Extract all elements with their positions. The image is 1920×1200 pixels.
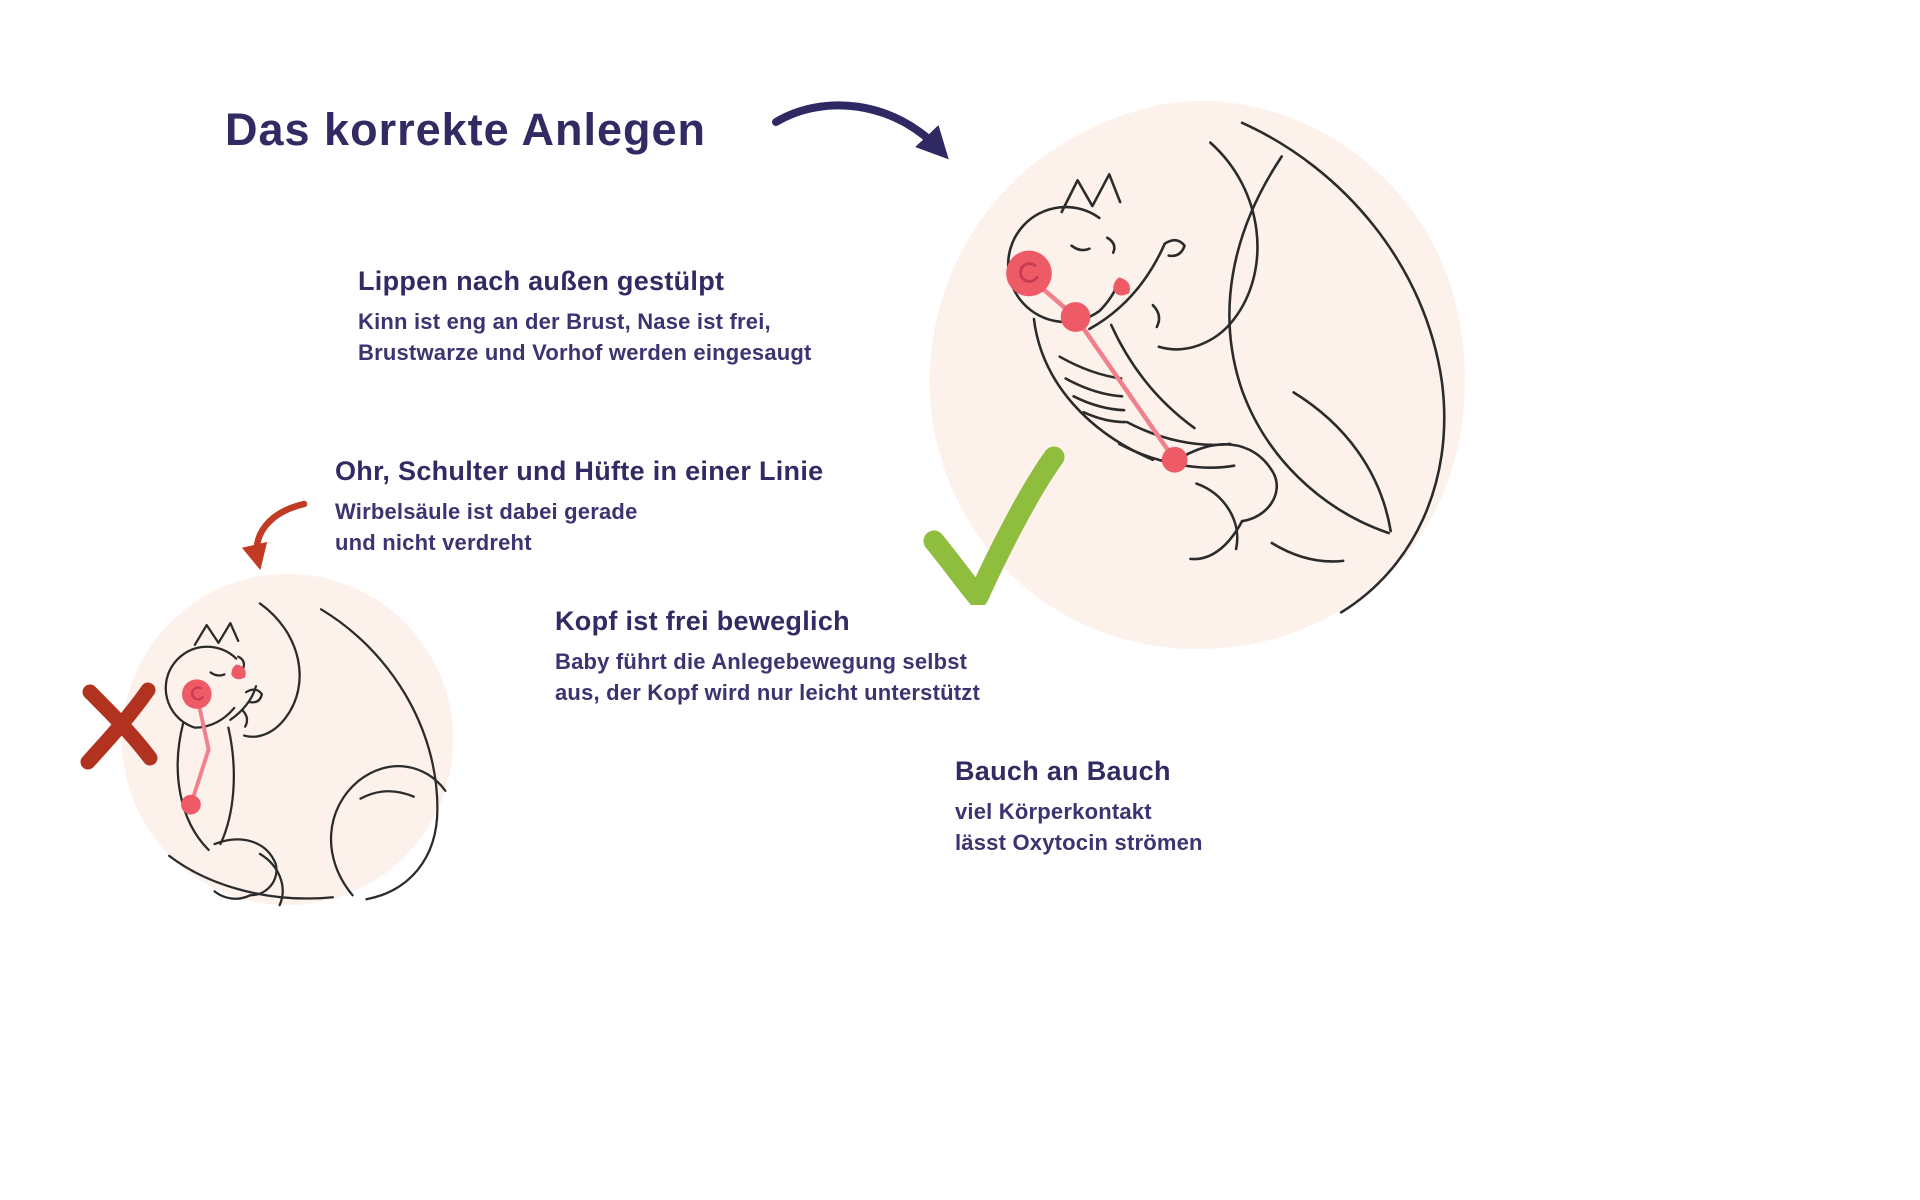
section-lips-line-1: Kinn ist eng an der Brust, Nase ist frei… xyxy=(358,309,771,334)
arrow-to-correct-icon xyxy=(768,92,973,187)
section-head-heading: Kopf ist frei beweglich xyxy=(555,606,850,636)
section-belly-line-1: viel Körperkontakt xyxy=(955,799,1152,824)
section-head-line-1: Baby führt die Anlegebewegung selbst xyxy=(555,649,968,674)
check-icon xyxy=(922,445,1067,605)
incorrect-latch-figure xyxy=(112,562,467,917)
arrow-to-incorrect-icon xyxy=(242,496,322,576)
incorrect-latch-illustration xyxy=(121,573,454,907)
cross-icon xyxy=(76,676,166,776)
section-belly: Bauch an Bauch viel Körperkontakt lässt … xyxy=(955,756,1203,858)
check-svg xyxy=(923,446,1065,605)
correct-latch-figure xyxy=(915,95,1470,660)
section-alignment-heading: Ohr, Schulter und Hüfte in einer Linie xyxy=(335,456,824,486)
section-belly-line-2: lässt Oxytocin strömen xyxy=(955,830,1203,855)
section-lips-heading: Lippen nach außen gestülpt xyxy=(358,266,725,296)
arrow-to-correct-svg xyxy=(772,101,949,160)
section-head: Kopf ist frei beweglich Baby führt die A… xyxy=(555,606,980,708)
section-alignment-line-2: und nicht verdreht xyxy=(335,530,532,555)
section-alignment: Ohr, Schulter und Hüfte in einer Linie W… xyxy=(335,456,823,558)
arrow-to-incorrect-svg xyxy=(242,500,308,571)
page-title: Das korrekte Anlegen xyxy=(225,104,707,155)
cross-svg xyxy=(80,682,158,770)
section-lips: Lippen nach außen gestülpt Kinn ist eng … xyxy=(358,266,812,368)
alignment-line-incorrect xyxy=(181,664,246,815)
section-head-line-2: aus, der Kopf wird nur leicht unterstütz… xyxy=(555,680,980,705)
section-lips-line-2: Brustwarze und Vorhof werden eingesaugt xyxy=(358,340,812,365)
section-belly-heading: Bauch an Bauch xyxy=(955,756,1171,786)
section-alignment-line-1: Wirbelsäule ist dabei gerade xyxy=(335,499,638,524)
alignment-line-correct xyxy=(1006,250,1188,473)
correct-latch-illustration xyxy=(929,100,1465,650)
